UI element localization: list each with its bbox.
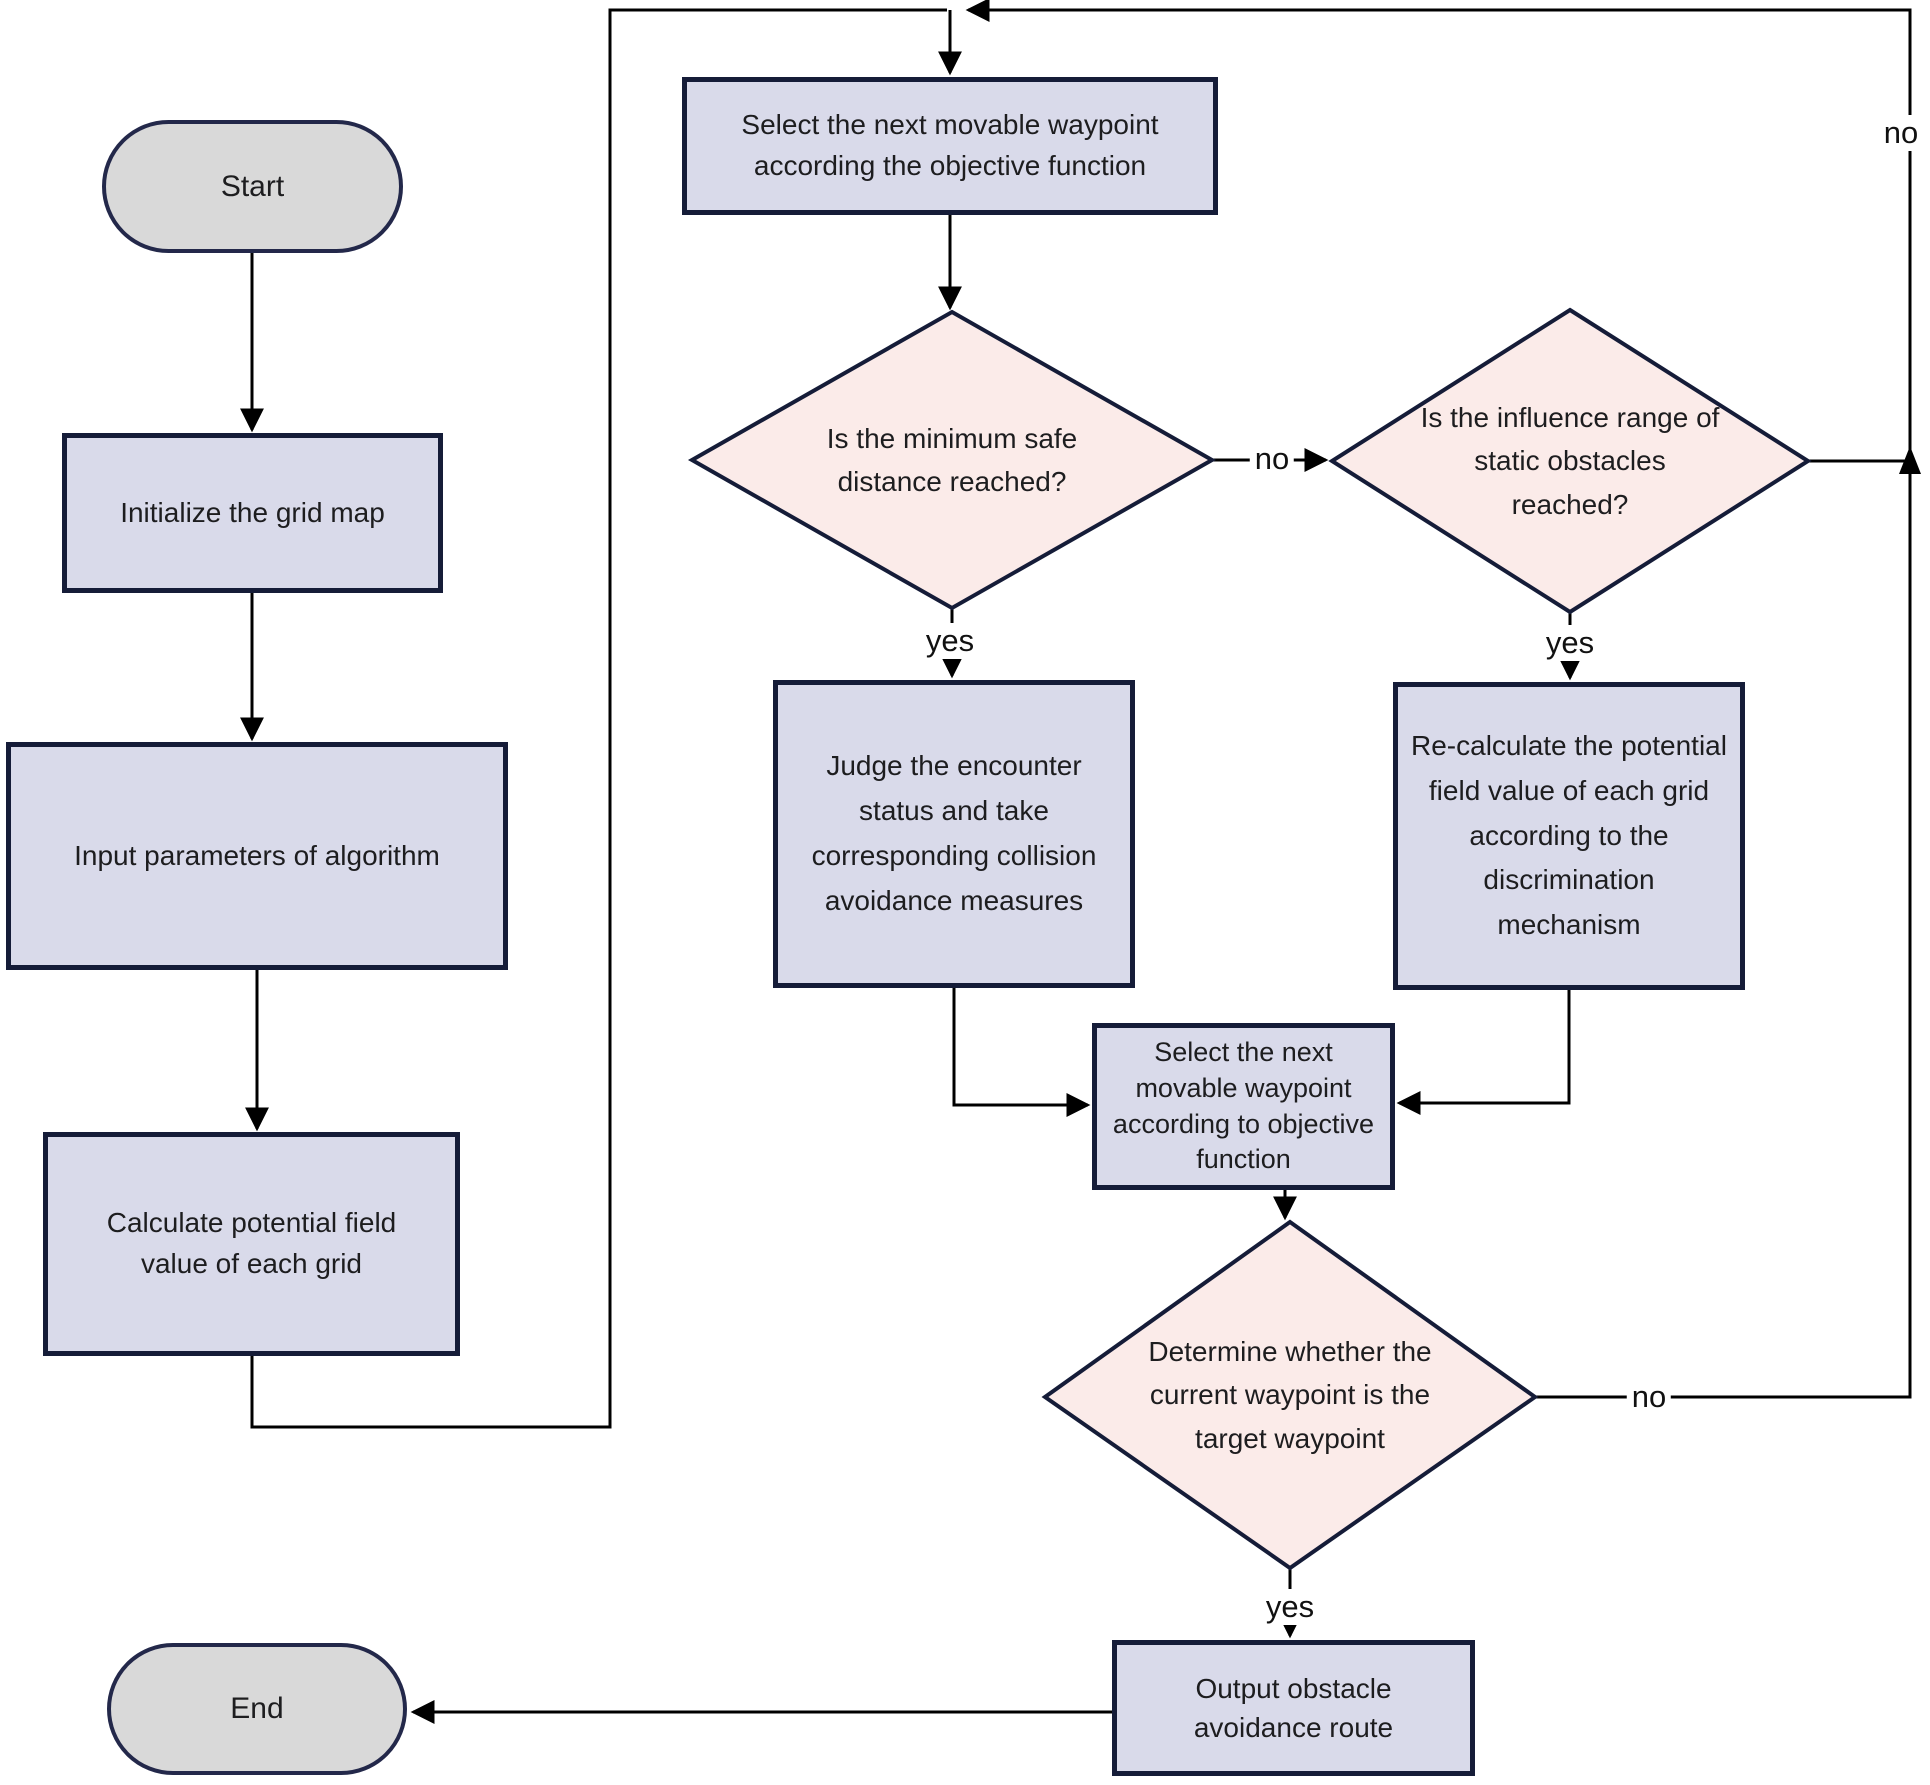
select-waypoint-top-box: Select the next movable waypoint accordi… bbox=[682, 77, 1218, 215]
input-parameters-box: Input parameters of algorithm bbox=[6, 742, 508, 970]
edge-target-no-feedback bbox=[965, 0, 1912, 1399]
min-safe-distance-diamond bbox=[687, 309, 1217, 611]
target-waypoint-text: Determine whether the current waypoint i… bbox=[1045, 1222, 1535, 1568]
input-parameters-label: Input parameters of algorithm bbox=[74, 839, 440, 871]
output-route-box: Output obstacle avoidance route bbox=[1112, 1640, 1475, 1776]
label-influence-yes: yes bbox=[1540, 625, 1600, 661]
start-label: Start bbox=[220, 169, 285, 203]
edge-calc-loop-to-top bbox=[250, 8, 947, 1429]
judge-encounter-box: Judge the encounter status and take corr… bbox=[773, 680, 1135, 988]
label-target-yes: yes bbox=[1260, 1589, 1320, 1625]
label-safe-yes: yes bbox=[920, 623, 980, 659]
select-waypoint-mid-box: Select the next movable waypoint accordi… bbox=[1092, 1023, 1395, 1190]
end-node: End bbox=[107, 1643, 407, 1775]
output-route-label: Output obstacle avoidance route bbox=[1193, 1672, 1394, 1743]
influence-range-label: Is the influence range of static obstacl… bbox=[1420, 401, 1720, 520]
select-waypoint-top-label: Select the next movable waypoint accordi… bbox=[741, 109, 1159, 181]
select-waypoint-mid-label: Select the next movable waypoint accordi… bbox=[1112, 1037, 1375, 1175]
label-target-no: no bbox=[1626, 1379, 1672, 1415]
min-safe-distance-label: Is the minimum safe distance reached? bbox=[826, 422, 1078, 497]
end-label: End bbox=[230, 1692, 284, 1726]
edge-recalc-to-select-mid bbox=[1396, 990, 1571, 1115]
influence-range-text: Is the influence range of static obstacl… bbox=[1332, 310, 1808, 612]
initialize-grid-map-box: Initialize the grid map bbox=[62, 433, 443, 593]
upward-merge-arrowhead bbox=[1899, 446, 1921, 474]
influence-range-diamond bbox=[1328, 307, 1812, 615]
calculate-potential-field-box: Calculate potential field value of each … bbox=[43, 1132, 460, 1356]
start-node: Start bbox=[102, 120, 403, 253]
judge-encounter-label: Judge the encounter status and take corr… bbox=[811, 750, 1097, 916]
recalculate-potential-box: Re-calculate the potential field value o… bbox=[1393, 682, 1745, 990]
min-safe-distance-text: Is the minimum safe distance reached? bbox=[692, 312, 1212, 608]
target-waypoint-label: Determine whether the current waypoint i… bbox=[1148, 1335, 1432, 1454]
label-safe-no: no bbox=[1249, 441, 1295, 477]
label-influence-no: no bbox=[1878, 115, 1924, 151]
initialize-grid-map-label: Initialize the grid map bbox=[120, 496, 385, 528]
recalculate-potential-label: Re-calculate the potential field value o… bbox=[1411, 730, 1727, 941]
edge-judge-to-select-mid bbox=[952, 988, 1091, 1117]
calculate-potential-field-label: Calculate potential field value of each … bbox=[106, 1207, 397, 1279]
target-waypoint-diamond bbox=[1041, 1219, 1539, 1571]
